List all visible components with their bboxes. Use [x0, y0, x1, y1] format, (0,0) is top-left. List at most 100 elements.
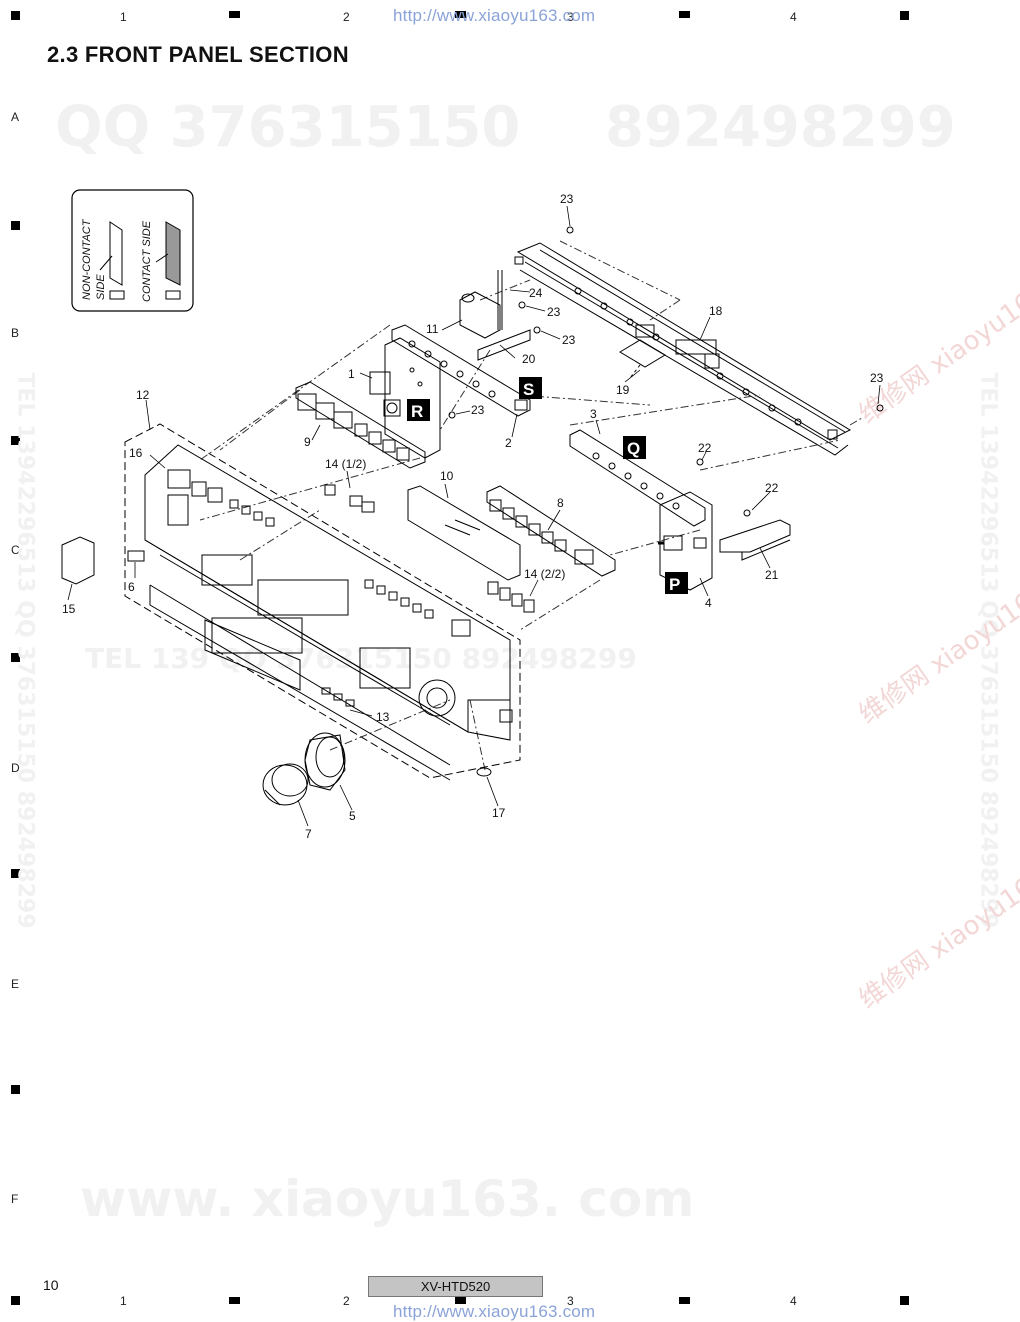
part-label: 9 [304, 435, 311, 449]
part-label: 21 [765, 568, 779, 582]
register-mark [11, 869, 20, 878]
board-tag-r: R [407, 399, 430, 421]
part-label: 14 (1/2) [325, 457, 366, 471]
register-mark [900, 11, 909, 20]
part-13-display [204, 619, 301, 691]
part-label: 23 [560, 192, 574, 206]
watermark-number: 892498299 [605, 95, 956, 160]
register-mark [11, 1085, 20, 1094]
part-19-label [619, 339, 666, 368]
legend-contact-side: CONTACT SIDE [141, 220, 153, 302]
row-letter: F [11, 1192, 19, 1206]
screw [448, 226, 884, 517]
register-mark [455, 1297, 466, 1304]
part-pcb-r [369, 337, 441, 459]
board-tag-s: S [519, 377, 542, 399]
part-17-foot [476, 767, 492, 777]
register-mark [11, 653, 20, 662]
column-number: 2 [343, 10, 350, 24]
register-mark [11, 436, 20, 445]
part-14-connector [487, 581, 535, 613]
register-mark [229, 11, 240, 18]
register-mark [679, 11, 690, 18]
model-name: XV-HTD520 [368, 1276, 543, 1297]
column-number: 1 [120, 10, 127, 24]
register-mark [11, 11, 20, 20]
watermark-qq: QQ 376315150 [55, 95, 521, 160]
part-label: 23 [562, 333, 576, 347]
part-9-buttons [295, 381, 426, 469]
part-16-front-panel [144, 444, 513, 781]
part-label: 7 [305, 827, 312, 841]
footer-url-link[interactable]: http://www.xiaoyu163.com [393, 1302, 596, 1321]
row-letter: D [11, 761, 20, 775]
row-letter: E [11, 977, 20, 991]
part-label: 11 [426, 322, 439, 336]
register-mark [900, 1296, 909, 1305]
column-number: 3 [567, 10, 574, 24]
register-mark [679, 1297, 690, 1304]
part-6 [127, 550, 145, 562]
part-label: 18 [709, 304, 723, 318]
row-letter: A [11, 110, 20, 124]
part-label: 14 (2/2) [524, 567, 565, 581]
part-15-side-cap [61, 536, 95, 585]
part-20-bracket [477, 329, 531, 361]
part-4-pcb-p [658, 491, 713, 591]
svg-text:Q: Q [627, 439, 640, 458]
part-2-pcb-s [391, 324, 531, 417]
column-number: 1 [120, 1294, 127, 1308]
register-mark [229, 1297, 240, 1304]
part-label: 13 [376, 710, 390, 724]
part-label: 6 [128, 580, 135, 594]
part-label: 15 [62, 602, 76, 616]
part-8-buttons [486, 485, 616, 577]
svg-text:R: R [411, 402, 423, 421]
watermark-bottom-url: www. xiaoyu163. com [80, 1170, 695, 1228]
part-label: 23 [471, 403, 485, 417]
part-label: 23 [870, 371, 884, 385]
legend-box [71, 189, 194, 312]
part-11-bracket [459, 270, 503, 339]
part-label: 16 [129, 446, 143, 460]
part-label: 8 [557, 496, 564, 510]
part-label: 24 [529, 286, 543, 300]
board-tag-p: P [665, 572, 688, 594]
part-7-knob [262, 763, 309, 806]
part-21-bracket [719, 519, 791, 553]
part-label: 17 [492, 806, 506, 820]
register-mark [11, 221, 20, 230]
part-12-envelope [124, 423, 521, 779]
board-tag-q: Q [623, 436, 646, 459]
column-number: 2 [343, 1294, 350, 1308]
part-label: 5 [349, 809, 356, 823]
header-url-link[interactable]: http://www.xiaoyu163.com [393, 6, 596, 25]
part-18-frame [514, 242, 852, 456]
column-number: 4 [790, 10, 797, 24]
column-number: 3 [567, 1294, 574, 1308]
part-5-ring [304, 732, 346, 791]
part-label: 4 [705, 596, 712, 610]
part-3-pcb-q [569, 429, 706, 527]
column-number: 4 [790, 1294, 797, 1308]
part-label: 22 [765, 481, 779, 495]
svg-text:P: P [669, 575, 680, 594]
legend-non-contact: NON-CONTACT [81, 218, 93, 300]
page-title: 2.3 FRONT PANEL SECTION [47, 42, 349, 67]
part-10-window [407, 485, 521, 581]
part-label: 2 [505, 436, 512, 450]
part-label: 20 [522, 352, 536, 366]
register-mark [11, 1296, 20, 1305]
part-label: 12 [136, 388, 150, 402]
part-label: 23 [547, 305, 561, 319]
part-label: 19 [616, 383, 630, 397]
part-label: 1 [348, 367, 355, 381]
part-label: 3 [590, 407, 597, 421]
svg-text:S: S [523, 380, 534, 399]
row-letter: B [11, 326, 20, 340]
page-number: 10 [43, 1277, 59, 1293]
row-letter: C [11, 543, 20, 557]
part-14-connector [324, 484, 375, 513]
part-label: 10 [440, 469, 454, 483]
